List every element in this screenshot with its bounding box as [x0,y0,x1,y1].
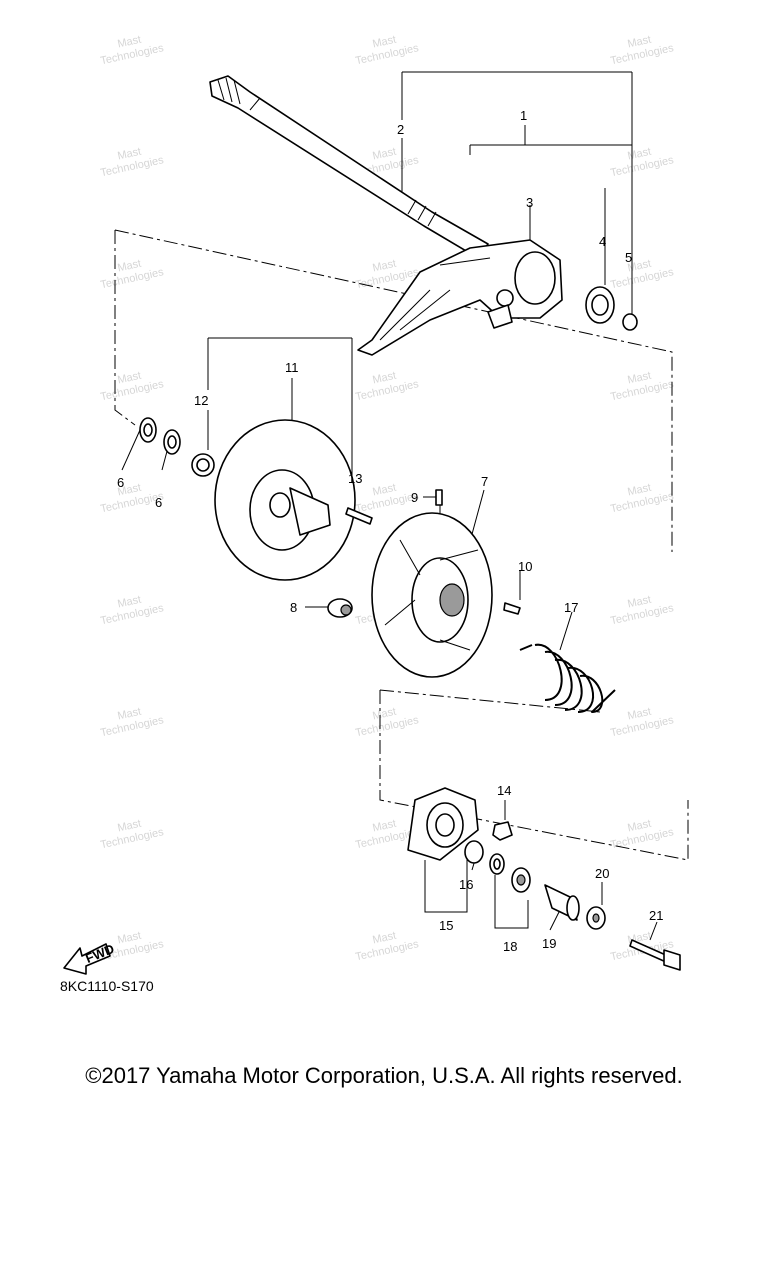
exploded-parts-diagram: MastTechnologiesMastTechnologiesMastTech… [63,34,689,975]
callout-2: 2 [397,122,404,137]
stud-bolt [345,507,373,525]
watermark-text: Mast [371,146,397,163]
watermark-text: Mast [626,594,652,611]
watermark-text: Mast [371,34,397,51]
callout-6a: 6 [117,475,124,490]
watermark-text: Mast [626,146,652,163]
assembly-outline [114,229,689,861]
watermark-text: Mast [371,930,397,947]
watermark-text: Mast [116,146,142,163]
roller [327,598,353,618]
callout-5: 5 [625,250,632,265]
movable-sheave [371,512,493,678]
spacer-washers [489,853,531,893]
callout-9: 9 [411,490,418,505]
callout-4: 4 [599,234,606,249]
callout-17: 17 [564,600,578,615]
watermark-text: Mast [626,370,652,387]
callout-18: 18 [503,939,517,954]
callout-15: 15 [439,918,453,933]
callout-19: 19 [542,936,556,951]
callout-8: 8 [290,600,297,615]
watermark-text: Mast [371,482,397,499]
secondary-shaft [209,75,489,259]
bearing [585,286,615,324]
watermark-text: Mast [626,818,652,835]
callout-12: 12 [194,393,208,408]
callout-20: 20 [595,866,609,881]
torque-spring [519,643,616,713]
forward-arrow-icon: FWD [63,941,116,975]
flat-washer [586,906,606,930]
callout-11: 11 [285,360,299,375]
callout-7: 7 [481,474,488,489]
pin [435,489,443,506]
watermark-text: Mast [116,930,142,947]
watermark-text: Mast [371,706,397,723]
nut [492,821,513,841]
watermark-text: Mast [371,258,397,275]
watermark-text: Mast [116,594,142,611]
watermark-text: Mast [626,258,652,275]
diagram-code: 8KC1110-S170 [60,978,154,994]
copyright-notice: ©2017 Yamaha Motor Corporation, U.S.A. A… [85,1063,683,1088]
watermark-text: Mast [116,818,142,835]
collar [544,884,580,921]
callout-13: 13 [348,471,362,486]
callout-6b: 6 [155,495,162,510]
watermark-text: Mast [371,370,397,387]
callout-10: 10 [518,559,532,574]
watermark-text: Mast [626,34,652,51]
cam-bushing [464,840,484,864]
callout-1: 1 [520,108,527,123]
callout-16: 16 [459,877,473,892]
watermark-text: Mast [371,818,397,835]
watermark: MastTechnologiesMastTechnologiesMastTech… [99,34,675,964]
watermark-text: Mast [626,482,652,499]
fixed-sheave [214,419,356,581]
circlip [622,313,638,331]
watermark-text: Mast [116,370,142,387]
callout-21: 21 [649,908,663,923]
callout-3: 3 [526,195,533,210]
watermark-text: Mast [116,258,142,275]
washers [139,417,181,455]
arm-bracket [357,239,563,356]
watermark-text: Mast [116,706,142,723]
cam [407,787,479,861]
screw [503,602,521,615]
fwd-label: FWD [83,941,116,966]
watermark-text: Mast [626,706,652,723]
callout-14: 14 [497,783,511,798]
bushing [191,453,215,477]
watermark-text: Mast [116,482,142,499]
callout-numbers: 1 2 3 4 5 6 6 7 8 9 10 11 12 13 14 15 16… [117,108,663,954]
flange-bolt [629,939,681,971]
watermark-text: Mast [116,34,142,51]
